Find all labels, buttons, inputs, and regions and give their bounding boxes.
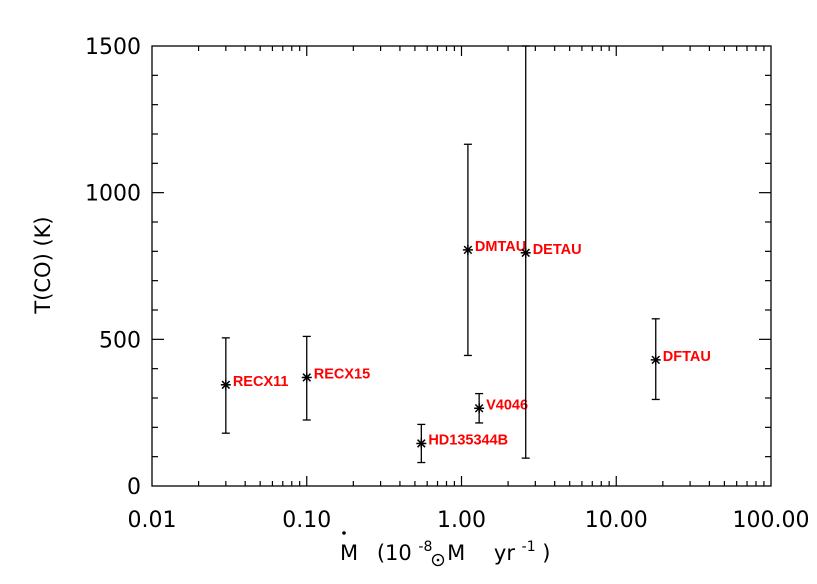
point-label: RECX11 <box>233 374 289 390</box>
asterisk-marker-icon <box>474 403 485 414</box>
y-axis-title: T(CO) (K) <box>31 216 55 314</box>
data-point-hd135344b: HD135344B <box>416 423 508 464</box>
data-point-detau: DETAU <box>520 45 582 459</box>
asterisk-marker-icon <box>462 244 473 255</box>
asterisk-marker-icon <box>520 247 531 258</box>
plot-frame <box>151 45 772 487</box>
point-label: RECX15 <box>314 366 370 382</box>
y-axis-title-group: T(CO) (K) <box>31 216 55 314</box>
x-axis-title-paren-open: (10 <box>377 541 412 565</box>
x-axis-title-msun: M <box>447 541 465 565</box>
sun-symbol-icon <box>431 553 445 567</box>
data-point-recx11: RECX11 <box>220 337 289 434</box>
x-tick-label: 100.00 <box>733 508 810 533</box>
point-label: DFTAU <box>663 349 711 365</box>
x-axis-title-exp: -8 <box>418 539 432 555</box>
x-axis-title: M (10 -8 M yr -1 ) <box>340 531 551 567</box>
x-axis-title-mdot: M <box>340 541 358 565</box>
asterisk-marker-icon <box>416 438 427 449</box>
point-label: HD135344B <box>428 432 508 448</box>
asterisk-marker-icon <box>650 354 661 365</box>
x-tick-label: 1.00 <box>437 508 486 533</box>
svg-text:M (10 -8 M: M (10 -8 M yr -1 ) <box>340 532 551 565</box>
marker-stroke <box>651 355 661 365</box>
x-tick-label: 0.10 <box>282 508 331 533</box>
point-label: V4046 <box>486 397 528 413</box>
marker-stroke <box>221 380 231 390</box>
x-axis-title-yr: yr <box>494 541 515 565</box>
x-axis-title-paren-close: ) <box>542 541 550 565</box>
asterisk-marker-icon <box>220 379 231 390</box>
marker-stroke <box>417 439 426 448</box>
mdot-dot-icon <box>342 531 346 535</box>
point-label: DMTAU <box>475 239 526 255</box>
y-tick-label: 0 <box>127 475 141 500</box>
point-label: DETAU <box>533 242 582 258</box>
data-point-dmtau: DMTAU <box>462 143 526 357</box>
x-axis-title-yr-exp: -1 <box>522 539 536 555</box>
marker-stroke <box>474 403 484 413</box>
axes: 0.01 0.10 1.00 10.00 100.00 0 500 1000 1500 <box>85 35 809 533</box>
marker-stroke <box>302 373 312 382</box>
data-point-v4046: V4046 <box>474 392 528 424</box>
data-point-dftau: DFTAU <box>650 318 711 401</box>
asterisk-marker-icon <box>301 372 312 383</box>
y-tick-label: 1000 <box>85 182 141 207</box>
data-point-recx15: RECX15 <box>301 335 370 421</box>
x-tick-label: 10.00 <box>585 508 648 533</box>
x-tick-label: 0.01 <box>128 508 177 533</box>
marker-stroke <box>521 248 530 258</box>
marker-stroke <box>463 245 473 255</box>
y-tick-label: 500 <box>99 328 141 353</box>
y-tick-label: 1500 <box>85 35 141 60</box>
